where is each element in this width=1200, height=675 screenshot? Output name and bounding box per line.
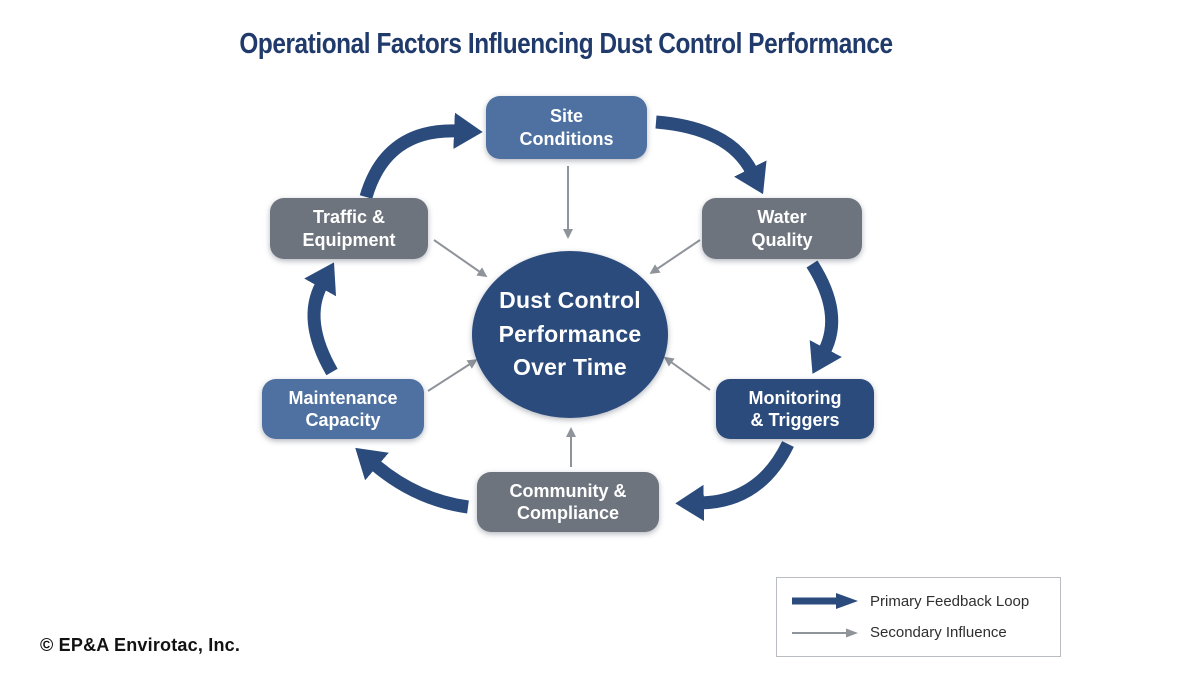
legend: Primary Feedback Loop Secondary Influenc… <box>776 577 1061 657</box>
arrow-community-to-maintenance <box>355 447 469 514</box>
arrow-maintenance-to-center <box>427 359 478 392</box>
secondary-influence-arrow-icon <box>792 628 858 638</box>
node-monitoring-triggers: Monitoring & Triggers <box>716 379 874 439</box>
node-water-quality: Water Quality <box>702 198 862 259</box>
copyright: © EP&A Envirotac, Inc. <box>40 635 241 655</box>
primary-feedback-arrow-icon <box>792 593 858 610</box>
diagram-title: Operational Factors Influencing Dust Con… <box>239 28 893 60</box>
arrow-traffic-to-site <box>359 112 483 199</box>
node-maintenance-capacity: Maintenance Capacity <box>262 379 424 439</box>
node-traffic-equipment: Traffic & Equipment <box>270 198 428 259</box>
arrow-monitoring-to-community <box>675 441 794 522</box>
legend-row-primary: Primary Feedback Loop <box>777 591 1060 611</box>
arrow-water-to-center <box>649 239 701 275</box>
legend-label-primary: Primary Feedback Loop <box>870 592 1030 610</box>
arrow-traffic-to-center <box>433 239 488 278</box>
legend-row-secondary: Secondary Influence <box>777 623 1060 643</box>
arrow-monitoring-to-center <box>663 356 711 391</box>
node-community-compliance: Community & Compliance <box>477 472 659 532</box>
arrow-water-to-monitoring <box>806 260 842 374</box>
legend-label-secondary: Secondary Influence <box>870 624 1007 642</box>
arrow-maintenance-to-traffic <box>304 262 338 376</box>
arrow-site-to-water <box>655 115 767 195</box>
node-site-conditions: Site Conditions <box>486 96 647 159</box>
center-node-dust-control-performance: Dust Control Performance Over Time <box>472 251 668 418</box>
